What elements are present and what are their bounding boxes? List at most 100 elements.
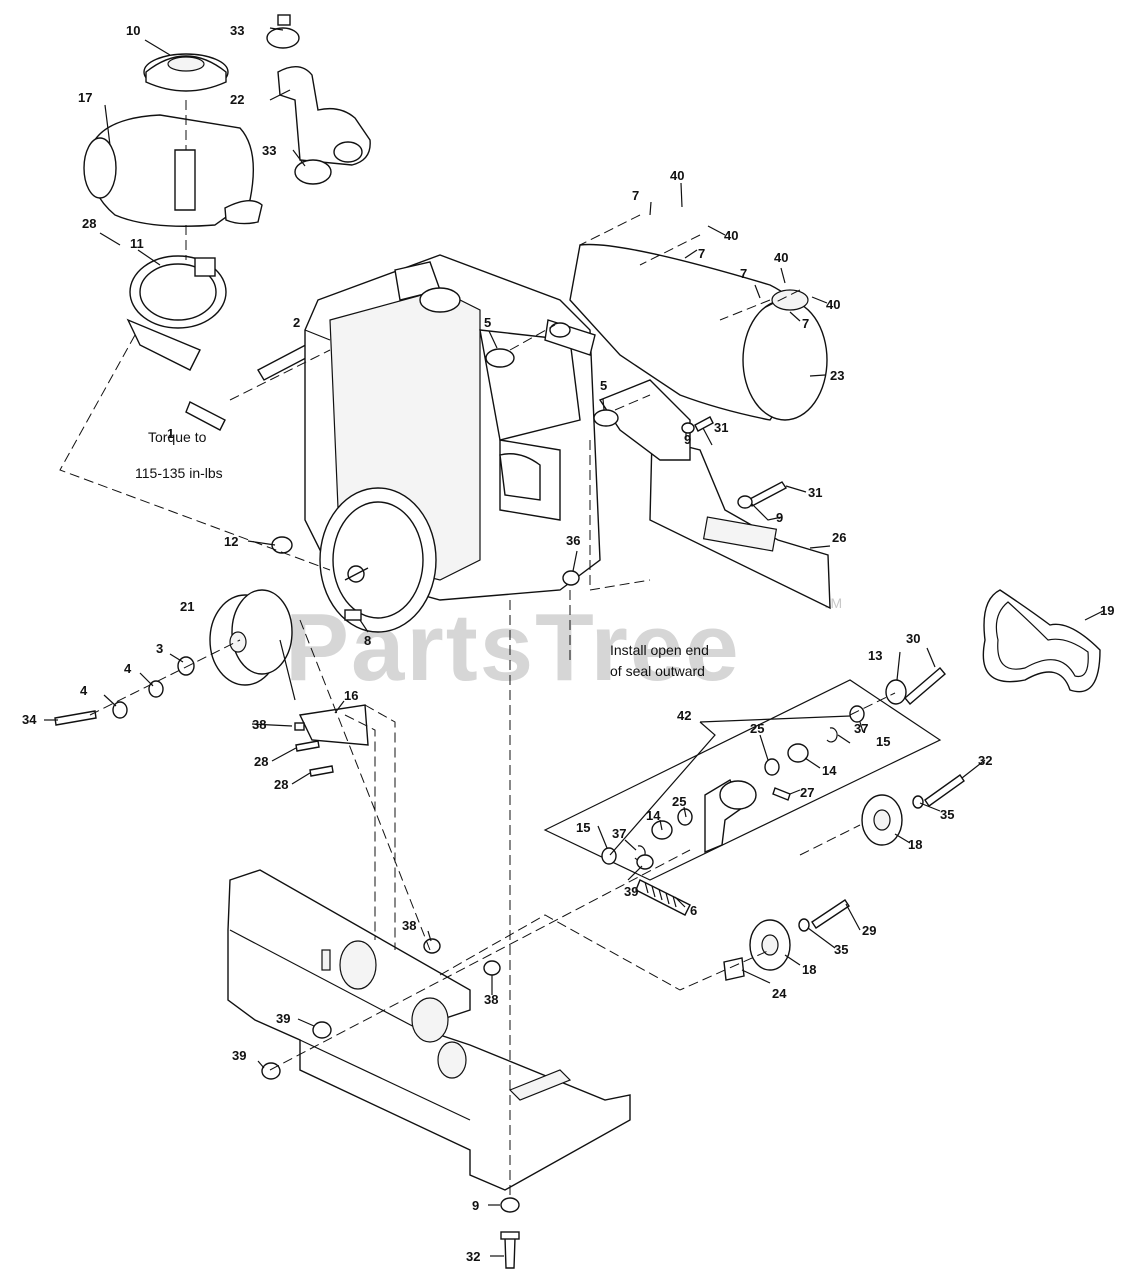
callout-4b[interactable]: 4 [80,683,88,698]
callout-3[interactable]: 3 [156,641,163,656]
callout-14a[interactable]: 14 [646,808,661,823]
seal-15b [849,705,865,723]
callout-32b[interactable]: 32 [466,1249,480,1264]
exhaust-gasket [485,348,619,427]
bolt-34 [54,710,97,726]
callout-35b[interactable]: 35 [834,942,848,957]
bolt-32a [924,774,965,807]
callout-29[interactable]: 29 [862,923,876,938]
callout-5b[interactable]: 5 [600,378,607,393]
mower-frame [227,869,631,1191]
callout-38c[interactable]: 38 [484,992,498,1007]
air-cleaner-body [83,114,263,227]
callout-28b[interactable]: 28 [254,754,268,769]
grease-fitting-27 [772,787,791,801]
callout-9a[interactable]: 9 [684,432,691,447]
callout-18b[interactable]: 18 [802,962,816,977]
callout-42[interactable]: 42 [677,708,691,723]
torque-note-line1: Torque to [148,429,207,445]
callout-9b[interactable]: 9 [776,510,783,525]
callout-35a[interactable]: 35 [940,807,954,822]
callout-4a[interactable]: 4 [124,661,132,676]
callout-8[interactable]: 8 [364,633,371,648]
idler-assembly-outline [543,679,942,881]
idler-pulley-18b [749,919,791,971]
bolt-31b [746,481,788,507]
callout-39c[interactable]: 39 [624,884,638,899]
spacer-24 [723,957,745,981]
callout-28c[interactable]: 28 [274,777,288,792]
callout-7c[interactable]: 7 [740,266,747,281]
screw-28c [309,765,334,777]
callout-31b[interactable]: 31 [808,485,822,500]
callout-7d[interactable]: 7 [802,316,809,331]
callout-40d[interactable]: 40 [826,297,840,312]
hose-clamp-top [266,14,300,49]
callout-15b[interactable]: 15 [876,734,890,749]
callout-9c[interactable]: 9 [472,1198,479,1213]
callout-36[interactable]: 36 [566,533,580,548]
callout-37b[interactable]: 37 [854,721,868,736]
callout-24[interactable]: 24 [772,986,787,1001]
callout-40c[interactable]: 40 [774,250,788,265]
callout-26[interactable]: 26 [832,530,846,545]
callout-39b[interactable]: 39 [232,1048,246,1063]
callout-12[interactable]: 12 [224,534,238,549]
callout-7b[interactable]: 7 [698,246,705,261]
engine [304,254,601,633]
seal-note-line1: Install open end [610,642,709,658]
callout-19[interactable]: 19 [1100,603,1114,618]
callout-39a[interactable]: 39 [276,1011,290,1026]
nut-38c [483,960,501,976]
screw-28b [295,740,320,752]
muffler [544,243,828,421]
bolt-31a [694,416,714,432]
bolt-29 [811,899,850,929]
snap-ring-37b [826,727,838,743]
callout-33b[interactable]: 33 [262,143,276,158]
callout-38b[interactable]: 38 [402,918,416,933]
callout-6[interactable]: 6 [690,903,697,918]
callout-32a[interactable]: 32 [978,753,992,768]
callout-30[interactable]: 30 [906,631,920,646]
nut-39b [261,1062,281,1080]
callout-16[interactable]: 16 [344,688,358,703]
callout-25b[interactable]: 25 [750,721,764,736]
callout-25a[interactable]: 25 [672,794,686,809]
callout-38a[interactable]: 38 [252,717,266,732]
callout-21[interactable]: 21 [180,599,194,614]
callout-31a[interactable]: 31 [714,420,728,435]
callout-10[interactable]: 10 [126,23,140,38]
callout-11[interactable]: 11 [130,236,144,251]
washer-9c [500,1197,520,1213]
callout-14b[interactable]: 14 [822,763,837,778]
callout-18a[interactable]: 18 [908,837,922,852]
washer-35b [798,918,810,932]
nut-36 [562,570,580,586]
oring-25b [764,758,780,776]
callout-15a[interactable]: 15 [576,820,590,835]
callout-40a[interactable]: 40 [670,168,684,183]
callout-5a[interactable]: 5 [484,315,491,330]
bolt-32b [500,1231,520,1269]
callout-23[interactable]: 23 [830,368,844,383]
callout-28a[interactable]: 28 [82,216,96,231]
callout-34[interactable]: 34 [22,712,37,727]
callout-17[interactable]: 17 [78,90,92,105]
seal-note-line2: of seal outward [610,663,705,679]
callout-40b[interactable]: 40 [724,228,738,243]
idler-pulley-13 [885,679,907,705]
callout-37a[interactable]: 37 [612,826,626,841]
lock-washer-4b [112,701,128,719]
callout-22[interactable]: 22 [230,92,244,107]
extension-spring [635,879,691,916]
callout-2[interactable]: 2 [293,315,300,330]
callout-13[interactable]: 13 [868,648,882,663]
callout-33a[interactable]: 33 [230,23,244,38]
air-cleaner-cover [143,53,229,92]
callout-1[interactable]: 1 [167,426,174,441]
engine-pulley [209,589,293,686]
callout-27[interactable]: 27 [800,785,814,800]
callout-7a[interactable]: 7 [632,188,639,203]
